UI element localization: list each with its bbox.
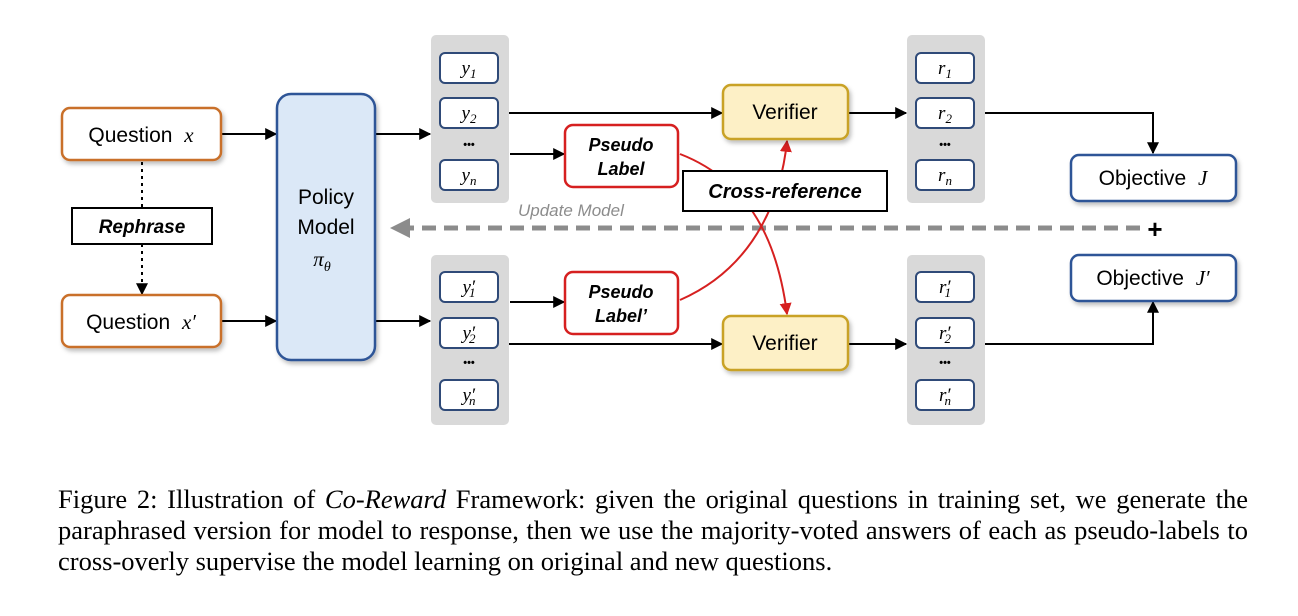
caption-rest: Framework: given the original questions … [58, 484, 1248, 576]
svg-text:Pseudo: Pseudo [588, 282, 653, 302]
svg-text:rn: rn [938, 165, 952, 188]
reward-bottom-n: r′n [915, 379, 975, 411]
svg-text:Label: Label [597, 159, 645, 179]
cross-arrow-bottom-to-top-verifier [679, 139, 792, 301]
response-bottom-1: y′1 [439, 271, 499, 303]
question-top-var: x [183, 123, 194, 147]
svg-text:y′2: y′2 [460, 323, 476, 346]
caption-italic: Co-Reward [324, 484, 447, 514]
responses-top-ellipsis: ••• [463, 139, 475, 151]
policy-model-line1: Policy [298, 186, 355, 209]
svg-text:Verifier: Verifier [752, 101, 817, 124]
objective-top: Objective J [1069, 153, 1238, 203]
svg-text:Question x: Question x [88, 123, 194, 147]
co-reward-diagram: Question x Rephrase Question x′ Policy M… [60, 35, 1238, 425]
svg-text:Label’: Label’ [595, 306, 648, 326]
verifier-bottom: Verifier [721, 314, 850, 372]
svg-text:r1: r1 [938, 58, 952, 81]
question-bottom-var: x′ [181, 310, 196, 334]
svg-text:r′1: r′1 [939, 277, 951, 300]
svg-text:Objective J′: Objective J′ [1096, 266, 1210, 290]
rewards-bottom-ellipsis: ••• [939, 357, 951, 369]
svg-text:r′n: r′n [939, 385, 951, 408]
rephrase-label: Rephrase [99, 217, 186, 238]
cross-reference-box: Cross-reference [682, 170, 888, 212]
question-bottom-box: Question x′ [60, 293, 223, 349]
svg-text:r2: r2 [938, 103, 952, 126]
pseudo-label-top: Pseudo Label [563, 123, 680, 189]
plus-sign: + [1147, 214, 1162, 244]
policy-model-line2: Model [297, 216, 354, 239]
figure-caption: Figure 2: Illustration of Co-Reward Fram… [58, 484, 1248, 577]
svg-text:Pseudo: Pseudo [588, 135, 653, 155]
policy-model-symbol: π [313, 247, 324, 271]
svg-text:y′1: y′1 [460, 277, 475, 300]
reward-top-2: r2 [915, 97, 975, 129]
pseudo-label-bottom: Pseudo Label’ [563, 270, 680, 336]
svg-text:y′n: y′n [460, 385, 475, 408]
response-bottom-2: y′2 [439, 317, 499, 349]
svg-text:Objective J: Objective J [1099, 166, 1209, 190]
response-top-n: yn [439, 159, 499, 191]
question-top-box: Question x [60, 106, 223, 162]
rephrase-box: Rephrase [71, 207, 213, 245]
svg-text:Verifier: Verifier [752, 332, 817, 355]
question-top-label: Question [88, 124, 172, 147]
verifier-top: Verifier [721, 83, 850, 141]
response-bottom-n: y′n [439, 379, 499, 411]
update-model-label: Update Model [518, 201, 625, 220]
svg-text:r′2: r′2 [939, 323, 952, 346]
reward-top-1: r1 [915, 52, 975, 84]
response-top-2: y2 [439, 97, 499, 129]
arrow-rewards-to-objective-bottom [976, 300, 1159, 345]
policy-model-subscript: θ [324, 260, 331, 275]
responses-bottom-ellipsis: ••• [463, 357, 475, 369]
svg-text:yn: yn [460, 165, 477, 188]
svg-text:πθ: πθ [313, 247, 331, 275]
svg-text:y2: y2 [460, 103, 477, 126]
question-bottom-label: Question [86, 311, 170, 334]
objective-bottom: Objective J′ [1069, 253, 1238, 303]
response-top-1: y1 [439, 52, 499, 84]
policy-model-box: Policy Model πθ [275, 92, 377, 362]
reward-bottom-2: r′2 [915, 317, 975, 349]
svg-text:Cross-reference: Cross-reference [708, 181, 861, 203]
caption-prefix: Figure 2: Illustration of [58, 484, 325, 514]
rewards-top-ellipsis: ••• [939, 139, 951, 151]
arrow-rewards-to-objective-top [976, 112, 1159, 155]
svg-text:y1: y1 [460, 58, 477, 81]
reward-bottom-1: r′1 [915, 271, 975, 303]
reward-top-n: rn [915, 159, 975, 191]
svg-text:Question x′: Question x′ [86, 310, 196, 334]
